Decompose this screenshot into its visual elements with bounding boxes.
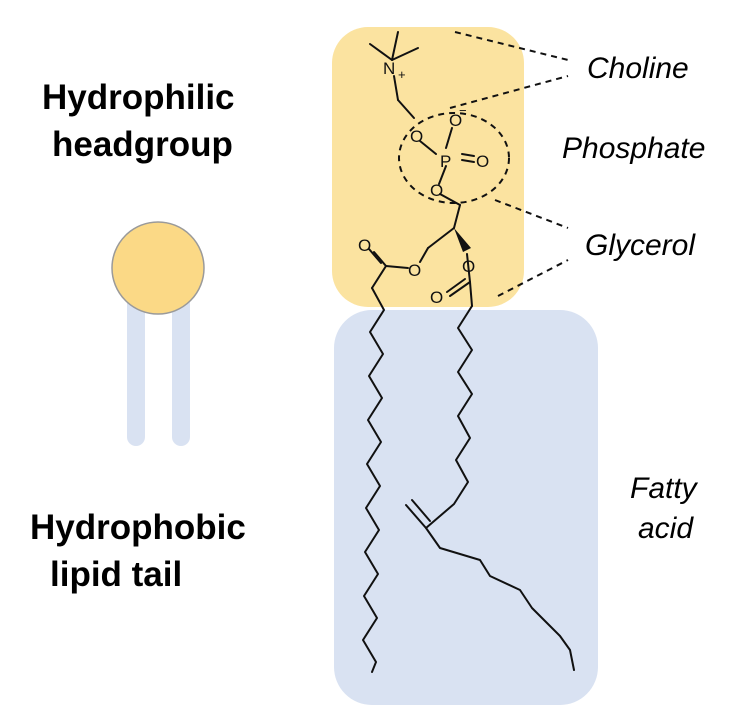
oxygen-ester-sn1: O <box>408 261 421 280</box>
ester1-carbonyl-b <box>368 248 382 264</box>
ester1-chain-start <box>371 265 387 289</box>
phosphorus-atom: P <box>440 152 451 171</box>
methyl-bond-right <box>391 47 419 61</box>
choline-leader-top <box>454 31 569 61</box>
oxygen-glycerol-link: O <box>430 181 443 200</box>
oxygen-anion-charge: − <box>459 103 467 118</box>
stereo-wedge <box>454 228 471 252</box>
leader-lines <box>398 31 569 297</box>
ester2-o-c <box>466 253 471 283</box>
methyl-bond-top <box>391 31 399 61</box>
fatty-acid-label-line2: acid <box>638 512 694 545</box>
nitrogen-charge: + <box>398 67 406 82</box>
headgroup-region <box>332 27 524 307</box>
ester1-carbonyl-a <box>373 251 387 267</box>
choline-chain-1 <box>393 75 399 101</box>
atom-labels: N + O O − P O O O O O O <box>358 59 489 307</box>
glycerol-bond-1 <box>439 193 461 206</box>
oxygen-phosphate-ester: O <box>410 127 423 146</box>
oxygen-ester-sn2: O <box>462 257 475 276</box>
cis-double-bond <box>411 499 431 522</box>
ester2-carbonyl-a <box>449 281 471 297</box>
molecule-skeleton <box>362 31 575 673</box>
headgroup-label-line1: Hydrophilic <box>42 78 235 117</box>
p-o-bond-left <box>419 140 437 155</box>
p-o-bond-bottom <box>438 165 447 185</box>
glycerol-leader-top <box>494 199 569 229</box>
ester2-carbonyl-b <box>446 278 466 293</box>
glycerol-bond-2 <box>453 204 461 229</box>
ester1-o-c <box>385 265 409 269</box>
choline-label: Choline <box>587 52 689 85</box>
choline-leader-bottom <box>449 75 569 109</box>
headgroup-label-line2: headgroup <box>52 125 233 164</box>
oxygen-carbonyl-sn2: O <box>430 288 443 307</box>
glycerol-leader-bottom <box>497 259 569 297</box>
tail-label-line1: Hydrophobic <box>30 508 246 547</box>
oxygen-phosphate-double: O <box>476 152 489 171</box>
p-o-bond-top <box>445 127 453 149</box>
glycerol-bond-4 <box>419 247 429 263</box>
p-o-double-bond-a <box>461 153 475 157</box>
oxygen-carbonyl-sn1: O <box>358 236 371 255</box>
glycerol-label: Glycerol <box>585 229 696 262</box>
icon-head-circle <box>111 221 205 315</box>
choline-chain-2 <box>397 99 415 119</box>
tail-label-line2: lipid tail <box>50 555 183 594</box>
oxygen-phosphate-anion: O <box>449 111 462 130</box>
lipid-molecule-icon <box>111 221 205 446</box>
unsaturated-chain-upper <box>405 305 473 529</box>
unsaturated-chain-lower <box>425 527 575 671</box>
glycerol-bond-3 <box>427 227 455 249</box>
fatty-acid-label-line1: Fatty <box>630 472 697 505</box>
saturated-fatty-acid-chain <box>362 287 385 673</box>
ester2-chain-start <box>469 281 473 307</box>
phosphate-label: Phosphate <box>562 132 706 165</box>
nitrogen-atom: N <box>383 59 395 78</box>
p-o-double-bond-b <box>461 159 475 163</box>
phosphate-ellipse <box>398 112 510 204</box>
methyl-bond-left <box>369 43 393 61</box>
